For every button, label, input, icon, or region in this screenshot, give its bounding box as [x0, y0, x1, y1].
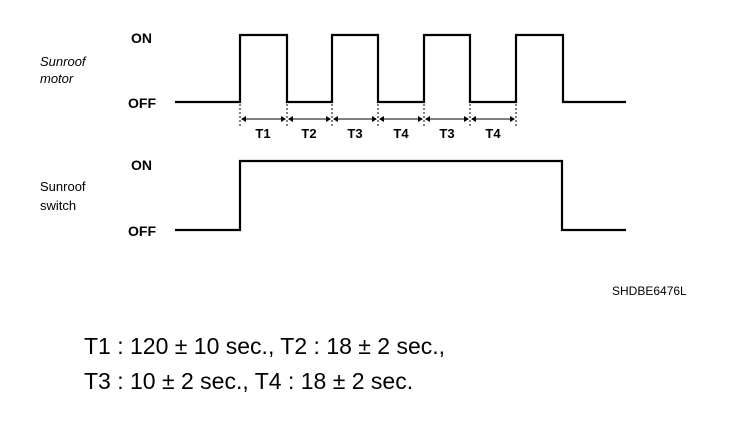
- interval-label-t4-second: T4: [485, 126, 501, 141]
- interval-labels: T1 T2 T3 T4 T3 T4: [255, 126, 501, 141]
- interval-ticks: [239, 104, 517, 128]
- switch-label-line2: switch: [40, 198, 76, 213]
- motor-label-line2: motor: [40, 71, 74, 86]
- interval-note-line2: T3 : 10 ± 2 sec., T4 : 18 ± 2 sec.: [84, 368, 413, 394]
- motor-on-label: ON: [131, 30, 152, 46]
- interval-note-line1: T1 : 120 ± 10 sec., T2 : 18 ± 2 sec.,: [84, 333, 445, 359]
- switch-label-line1: Sunroof: [40, 179, 86, 194]
- interval-label-t3: T3: [347, 126, 362, 141]
- switch-on-label: ON: [131, 157, 152, 173]
- interval-label-t2: T2: [301, 126, 316, 141]
- switch-off-label: OFF: [128, 223, 156, 239]
- interval-arrows: [241, 116, 515, 122]
- switch-waveform: [175, 159, 626, 232]
- figure-code: SHDBE6476L: [612, 284, 687, 298]
- interval-label-t1: T1: [255, 126, 270, 141]
- interval-label-t3-second: T3: [439, 126, 454, 141]
- motor-waveform: [175, 33, 626, 104]
- motor-label-line1: Sunroof: [40, 54, 87, 69]
- motor-off-label: OFF: [128, 95, 156, 111]
- interval-label-t4: T4: [393, 126, 409, 141]
